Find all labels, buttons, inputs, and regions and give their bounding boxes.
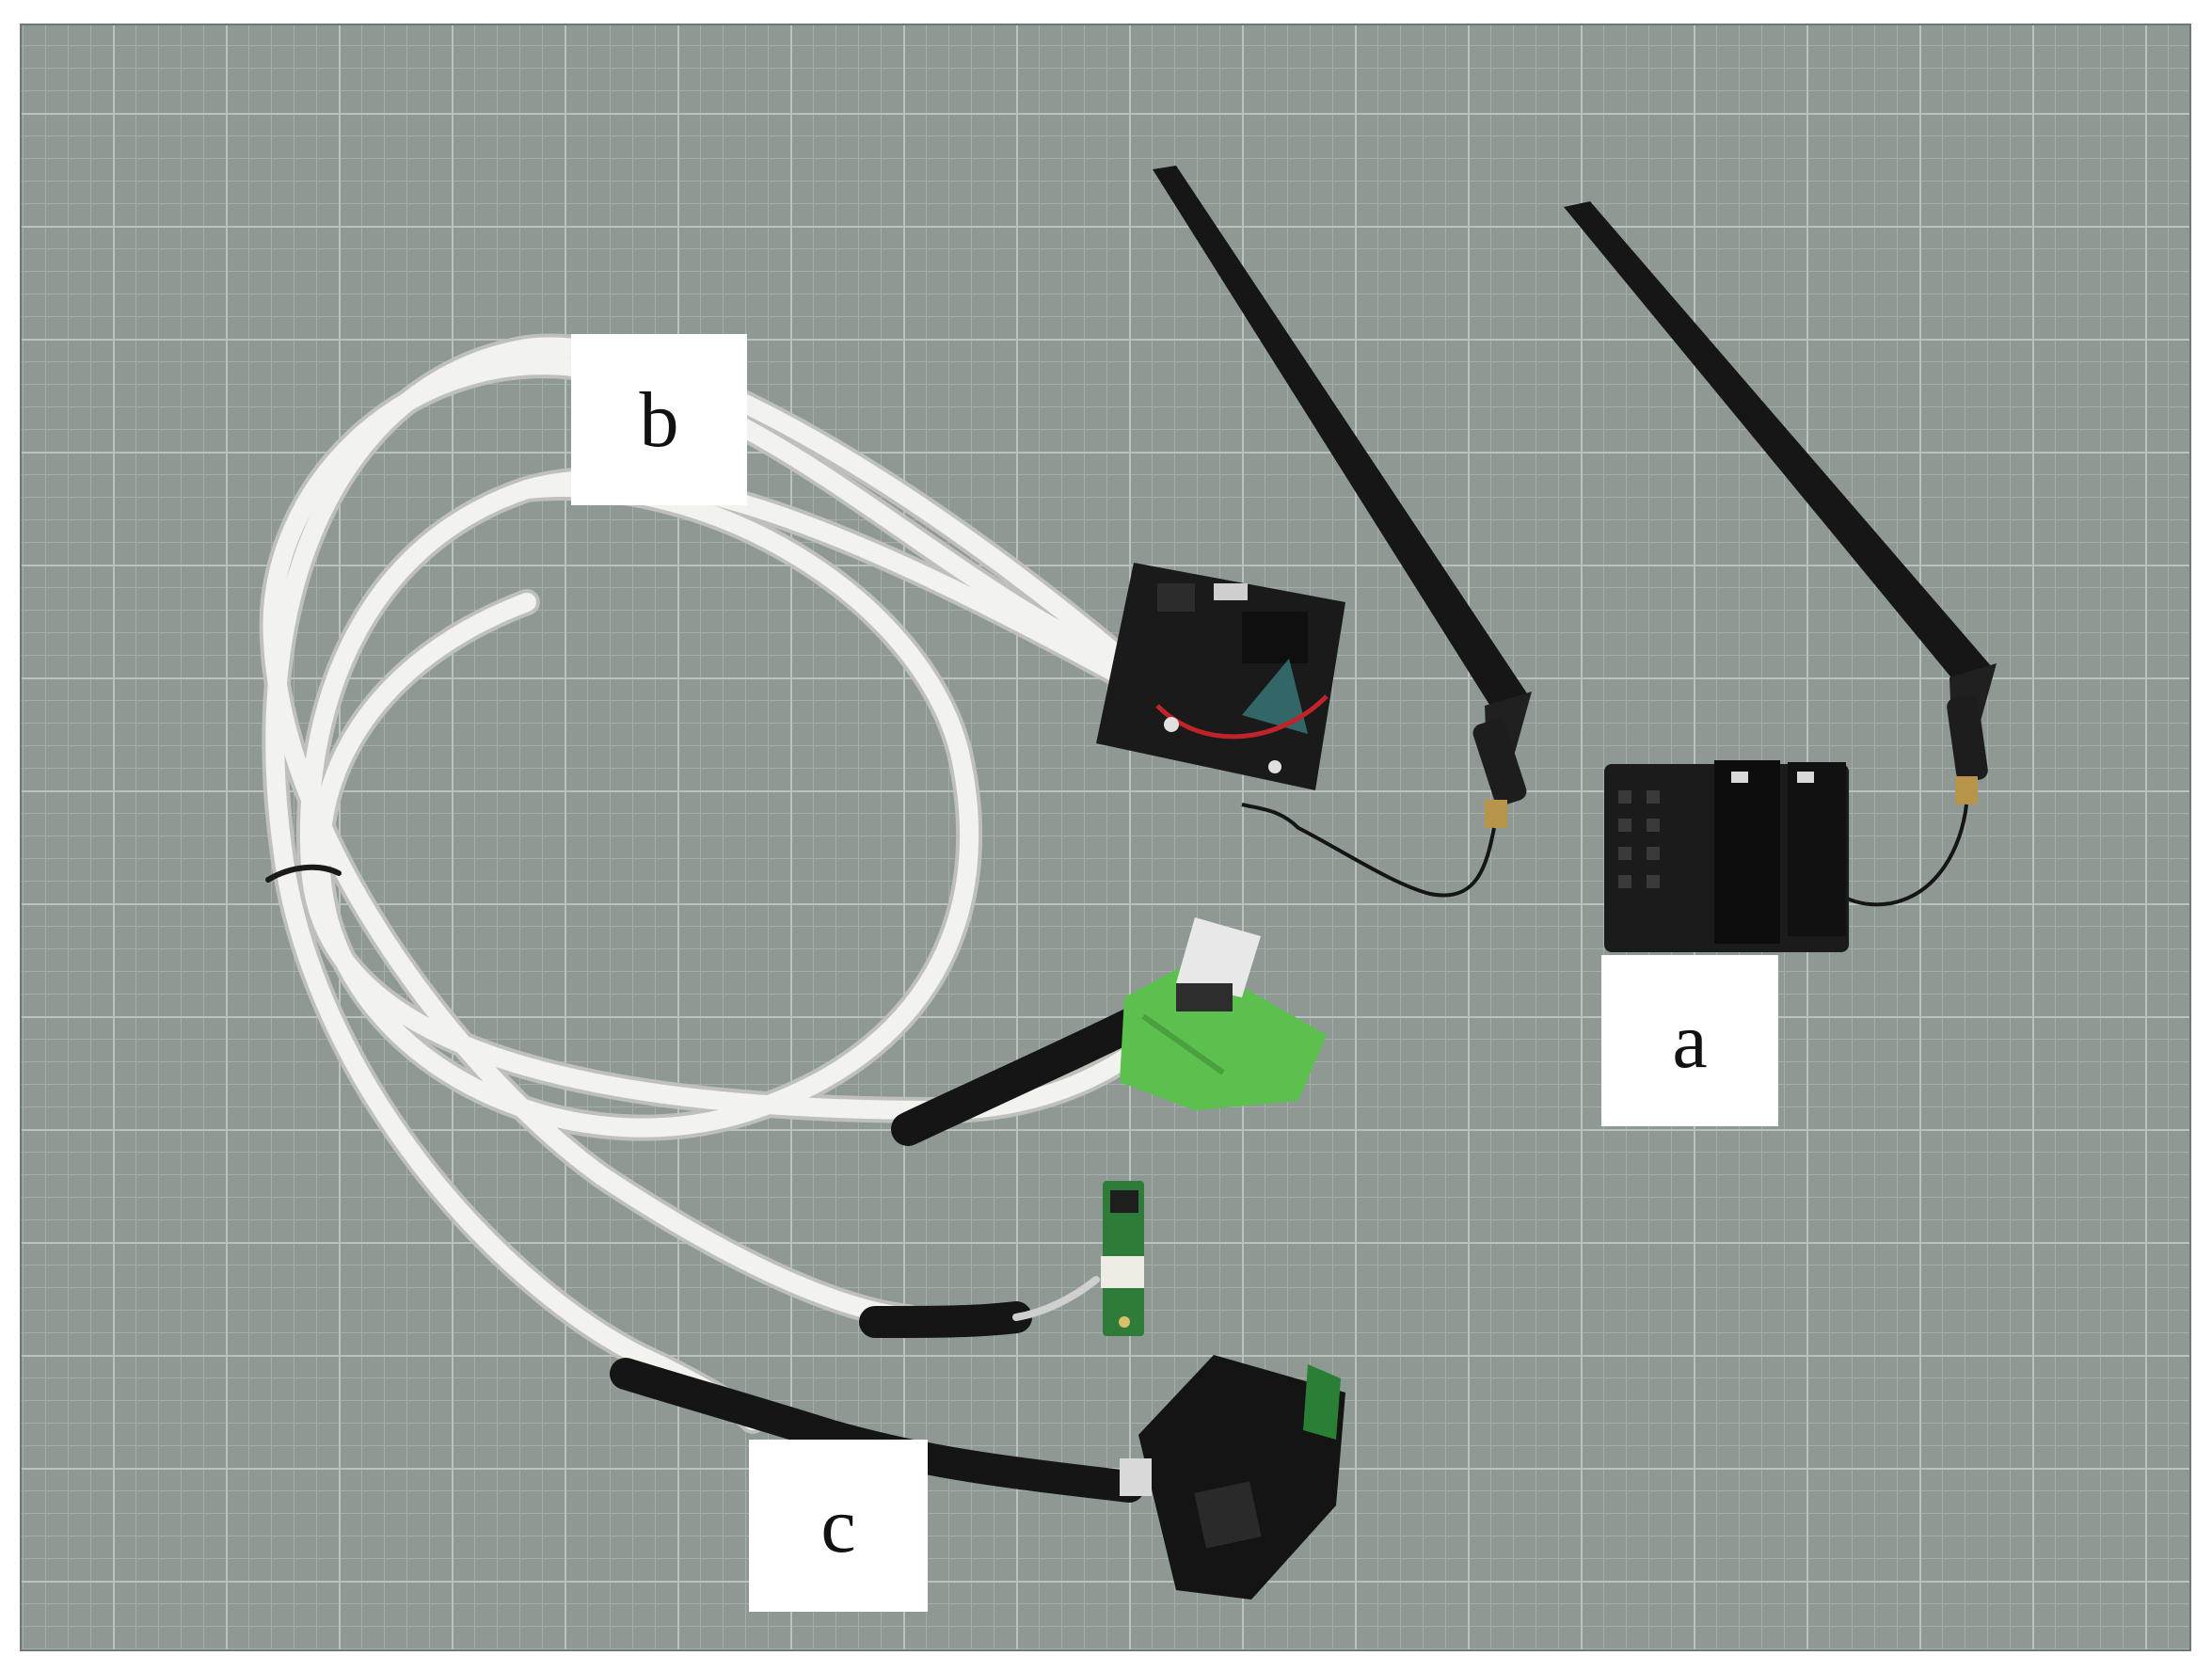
small-pcb-sensor	[1101, 1181, 1144, 1336]
label-a: a	[1601, 955, 1778, 1126]
antenna-right	[1564, 201, 1997, 907]
cutting-mat	[21, 24, 2190, 1650]
photo-frame	[20, 24, 2191, 1651]
label-b: b	[571, 334, 747, 505]
black-particle-sensor	[1120, 1355, 1345, 1600]
label-c: c	[749, 1440, 928, 1612]
lora-node-board	[1604, 760, 1849, 952]
gateway-board	[1096, 563, 1345, 790]
green-sensor-housing	[1120, 917, 1327, 1110]
antenna-left	[1153, 166, 1532, 898]
